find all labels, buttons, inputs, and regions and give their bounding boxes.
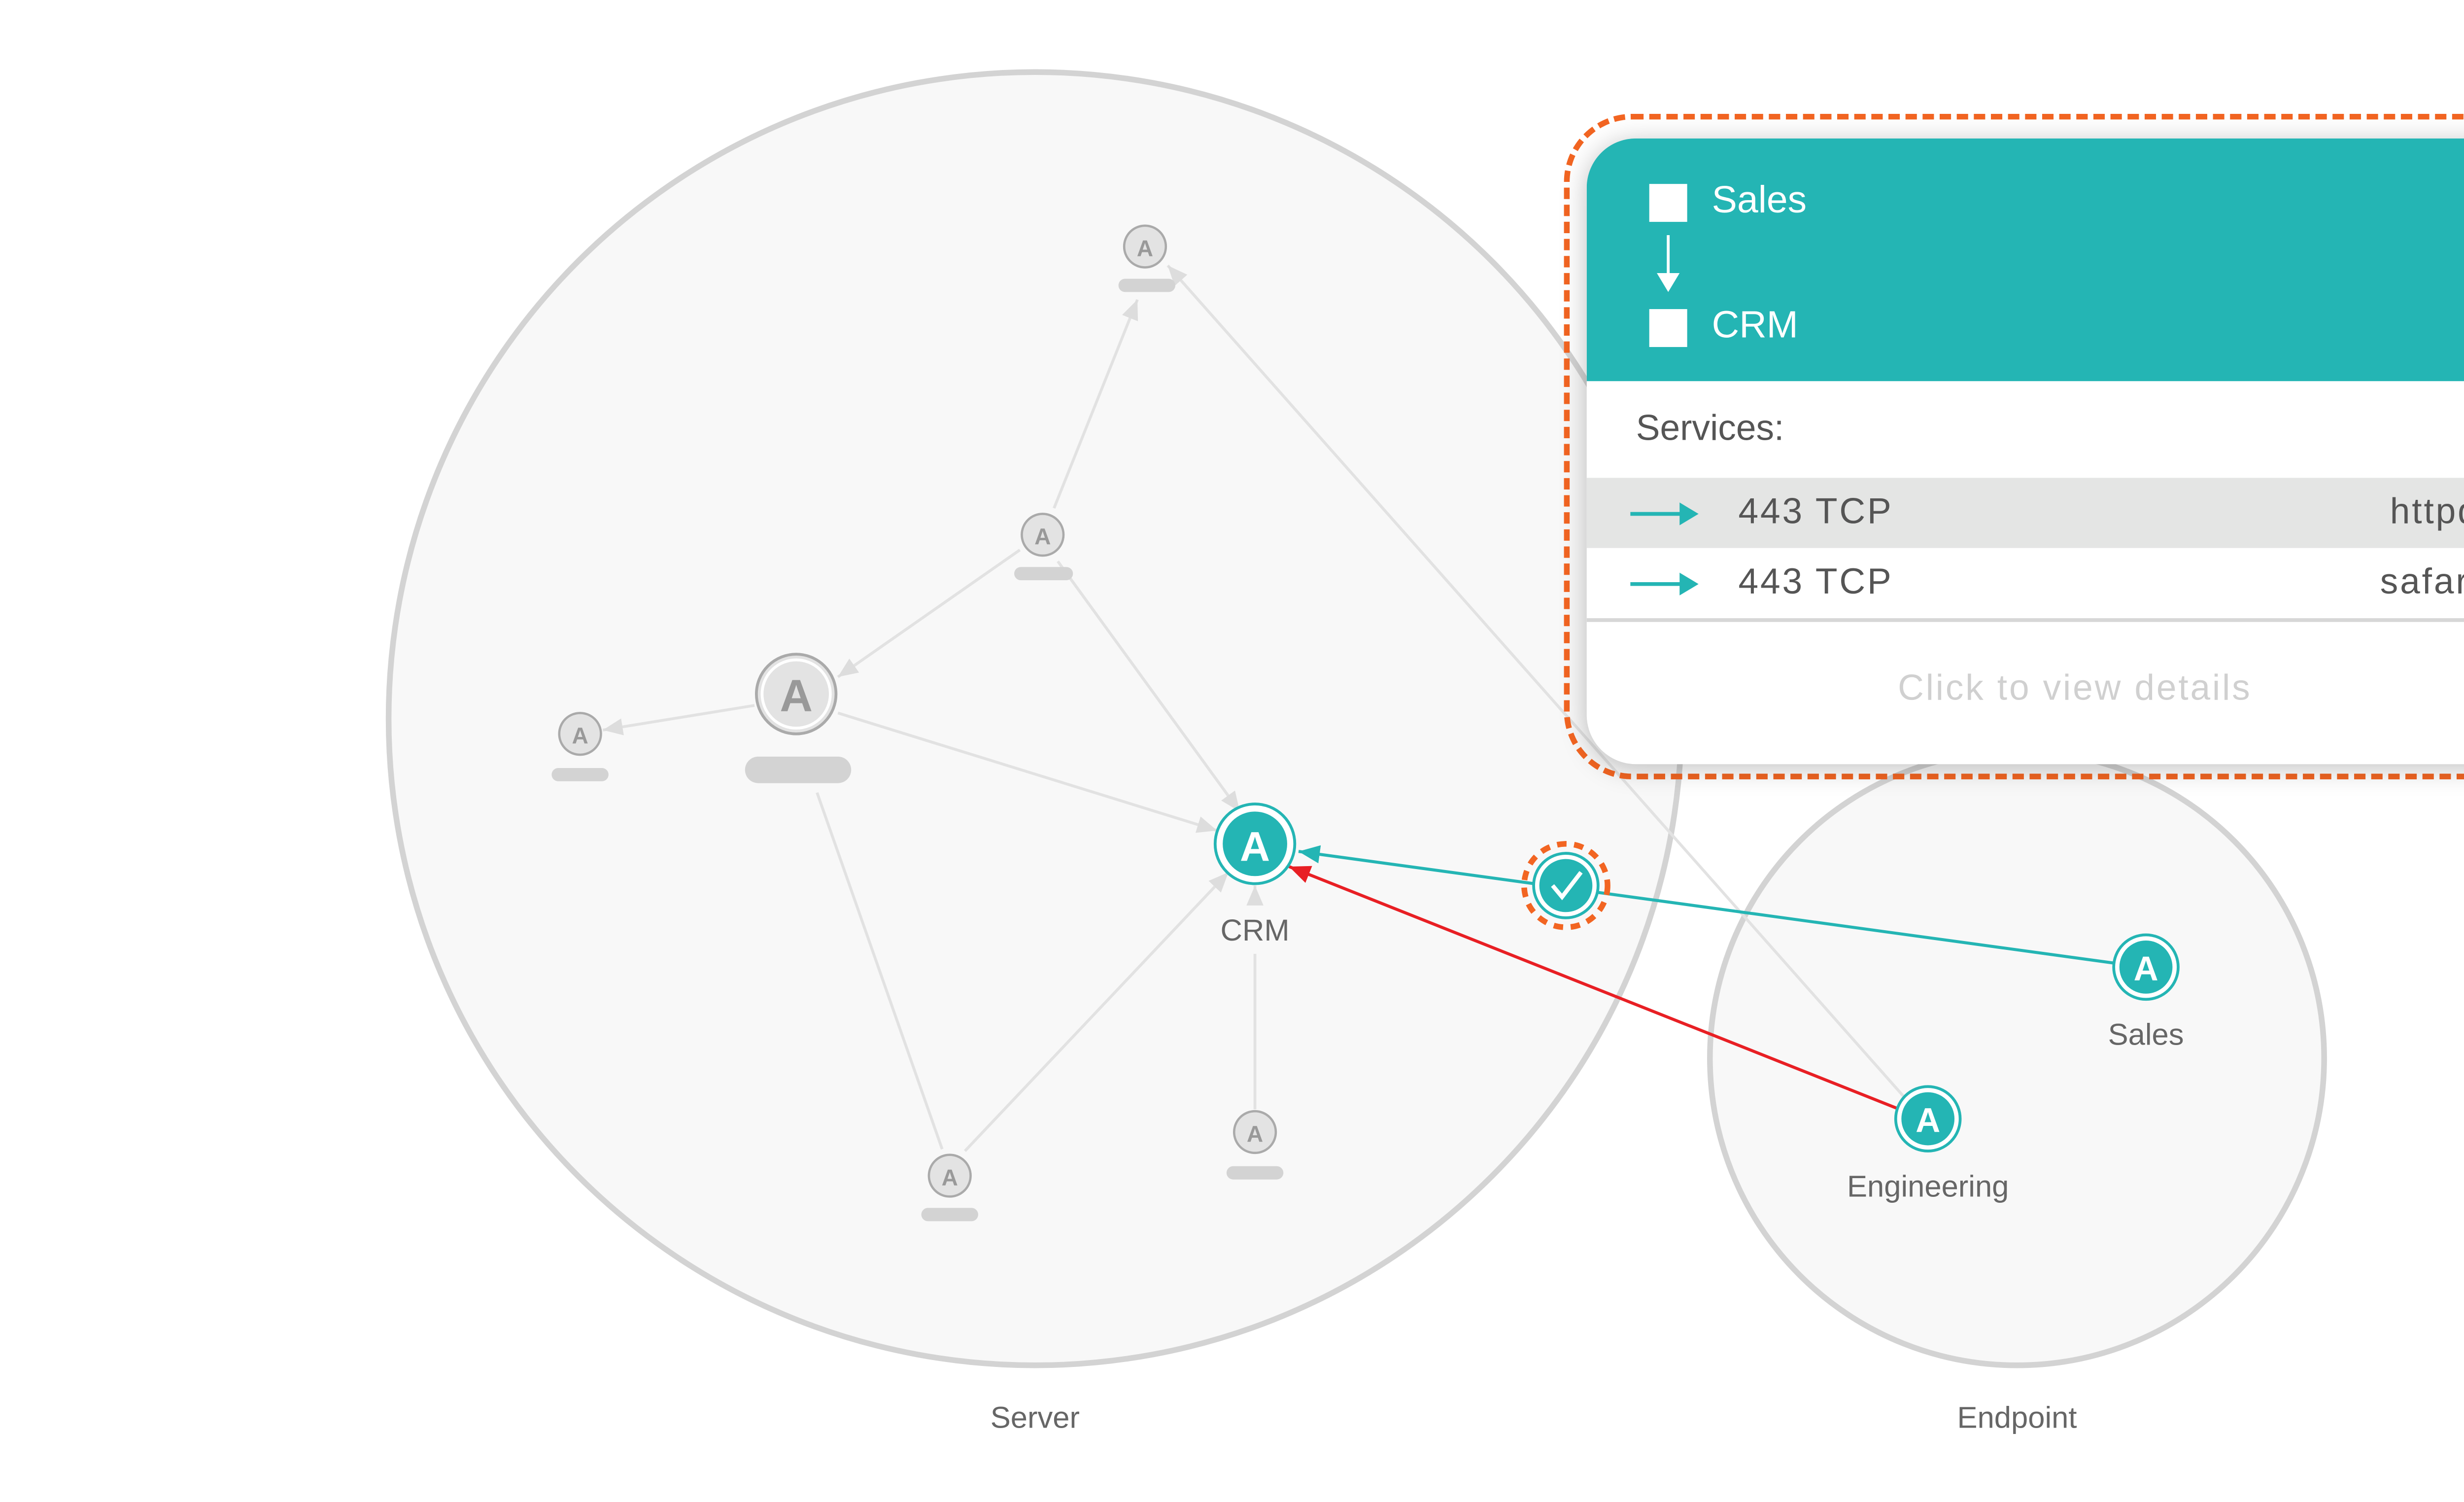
service-port: 443 TCP: [1738, 493, 1893, 533]
arrow-right-icon: [1630, 502, 1699, 525]
divider: [1586, 618, 2464, 622]
edge: [602, 704, 755, 735]
svg-text:A: A: [942, 1164, 958, 1190]
popup-highlight: [1564, 113, 2464, 780]
edge-engineering-crm[interactable]: [1288, 865, 1900, 1111]
node-sales[interactable]: A Sales: [2108, 933, 2184, 1052]
edge: [1166, 264, 1905, 1097]
group-label-endpoint: Endpoint: [1957, 1401, 2077, 1435]
svg-text:A: A: [2134, 949, 2158, 988]
endpoint-group[interactable]: [1707, 748, 2327, 1368]
edge: [837, 549, 1021, 678]
grey-nodes: A A A A A A: [551, 224, 1284, 1222]
node[interactable]: A: [921, 1153, 978, 1222]
edge: [1057, 560, 1241, 813]
svg-text:A: A: [1916, 1101, 1940, 1140]
source-icon: [1649, 184, 1687, 222]
svg-text:A: A: [1137, 235, 1153, 261]
service-app: httpd: [2390, 493, 2464, 533]
service-app: safari: [2380, 563, 2464, 603]
popup-destination: CRM: [1711, 305, 1798, 347]
node[interactable]: A: [745, 653, 852, 783]
node-icon: A: [1240, 823, 1270, 870]
node[interactable]: A: [551, 712, 609, 781]
service-row[interactable]: 443 TCP httpd: [1586, 478, 2464, 548]
popup-source: Sales: [1711, 180, 1807, 222]
node[interactable]: A: [1226, 1110, 1284, 1180]
node-label-sales: Sales: [2108, 1018, 2184, 1052]
services-label: Services:: [1636, 409, 1784, 450]
edges: [602, 264, 1905, 1152]
node-crm[interactable]: A CRM: [1213, 803, 1297, 947]
edge-status-check-icon[interactable]: [1521, 841, 1610, 930]
node-engineering[interactable]: A Engineering: [1847, 1085, 2009, 1203]
edge: [816, 792, 944, 1150]
node[interactable]: A: [1014, 513, 1073, 581]
svg-text:A: A: [572, 723, 588, 748]
edge: [963, 871, 1230, 1152]
destination-icon: [1649, 309, 1687, 347]
node-label-engineering: Engineering: [1847, 1169, 2009, 1203]
edge-sales-crm[interactable]: [1298, 845, 2116, 965]
arrow-right-icon: [1630, 572, 1699, 595]
flow-popup[interactable]: Sales CRM Services: 443 TCP httpd 443 TC…: [1586, 138, 2464, 765]
node[interactable]: A: [1118, 224, 1176, 292]
service-row[interactable]: 443 TCP safari: [1587, 548, 2464, 618]
popup-header: Sales CRM: [1586, 138, 2464, 382]
node-label-crm: CRM: [1221, 913, 1290, 947]
svg-text:A: A: [1247, 1121, 1263, 1147]
group-label-server: Server: [991, 1401, 1080, 1435]
service-port: 443 TCP: [1738, 563, 1893, 603]
svg-text:A: A: [780, 670, 813, 721]
edge: [1053, 299, 1139, 509]
edge: [837, 711, 1218, 833]
view-details-link[interactable]: Click to view details: [1898, 669, 2252, 709]
svg-text:A: A: [1034, 524, 1051, 549]
arrow-down-icon: [1657, 235, 1680, 292]
